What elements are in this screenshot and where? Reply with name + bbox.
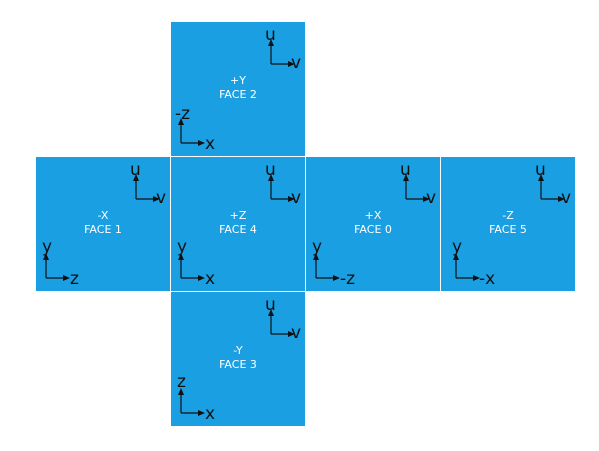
xyz-right-label: x (205, 404, 215, 424)
uv-up-label: u (265, 295, 276, 315)
uv-axes: u v (265, 25, 301, 73)
xyz-right-label: z (70, 269, 79, 289)
uv-axes: u v (265, 295, 301, 343)
xyz-up-label: z (177, 372, 186, 392)
axes-diagram: u v z x (177, 295, 301, 424)
uv-right-label: v (426, 188, 436, 208)
xyz-axes: z x (177, 372, 215, 424)
face-label: +X FACE 0 (306, 209, 440, 237)
xyz-axes: y x (177, 237, 215, 289)
uv-right-label: v (561, 188, 571, 208)
face-bottom: -Y FACE 3 u v z x (171, 292, 305, 426)
xyz-right-label: -x (479, 269, 495, 289)
uv-axes: u v (535, 160, 571, 208)
uv-axes: u v (130, 160, 166, 208)
face-direction: +Z (229, 209, 247, 222)
face-number: FACE 3 (219, 358, 257, 371)
xyz-axes: -z x (175, 104, 215, 154)
face-number: FACE 4 (219, 223, 257, 236)
face-label: +Y FACE 2 (171, 74, 305, 102)
axes-diagram: u v y z (42, 160, 166, 289)
face-top: +Y FACE 2 u v -z x (171, 22, 305, 156)
axes-diagram: u v y -x (452, 160, 571, 289)
face-number: FACE 0 (354, 223, 392, 236)
uv-up-label: u (535, 160, 546, 180)
xyz-up-label: y (312, 237, 322, 257)
face-number: FACE 5 (489, 223, 527, 236)
uv-right-label: v (291, 53, 301, 73)
axes-diagram: u v -z x (175, 25, 301, 154)
face-label: -X FACE 1 (36, 209, 170, 237)
uv-up-label: u (130, 160, 141, 180)
face-right: +X FACE 0 u v y -z (306, 157, 440, 291)
uv-axes: u v (400, 160, 436, 208)
face-center: +Z FACE 4 u v y x (171, 157, 305, 291)
face-number: FACE 1 (84, 223, 122, 236)
axes-diagram: u v y x (177, 160, 301, 289)
face-direction: +Y (230, 74, 246, 87)
face-direction: -X (97, 209, 109, 222)
xyz-right-label: -z (340, 269, 355, 289)
uv-right-label: v (291, 188, 301, 208)
face-left: -X FACE 1 u v y z (36, 157, 170, 291)
axes-diagram: u v y -z (312, 160, 436, 289)
xyz-right-label: x (205, 269, 215, 289)
xyz-axes: y -x (452, 237, 495, 289)
xyz-up-label: y (42, 237, 52, 257)
xyz-right-label: x (205, 134, 215, 154)
xyz-up-label: y (452, 237, 462, 257)
face-label: -Y FACE 3 (171, 344, 305, 372)
uv-right-label: v (156, 188, 166, 208)
face-number: FACE 2 (219, 88, 257, 101)
face-label: -Z FACE 5 (441, 209, 575, 237)
uv-axes: u v (265, 160, 301, 208)
uv-up-label: u (400, 160, 411, 180)
face-direction: -Y (233, 344, 243, 357)
face-direction: +X (364, 209, 382, 222)
uv-up-label: u (265, 25, 276, 45)
face-far: -Z FACE 5 u v y -x (441, 157, 575, 291)
face-direction: -Z (502, 209, 514, 222)
xyz-axes: y z (42, 237, 79, 289)
uv-up-label: u (265, 160, 276, 180)
uv-right-label: v (291, 323, 301, 343)
xyz-up-label: y (177, 237, 187, 257)
face-label: +Z FACE 4 (171, 209, 305, 237)
xyz-axes: y -z (312, 237, 355, 289)
xyz-up-label: -z (175, 104, 190, 124)
